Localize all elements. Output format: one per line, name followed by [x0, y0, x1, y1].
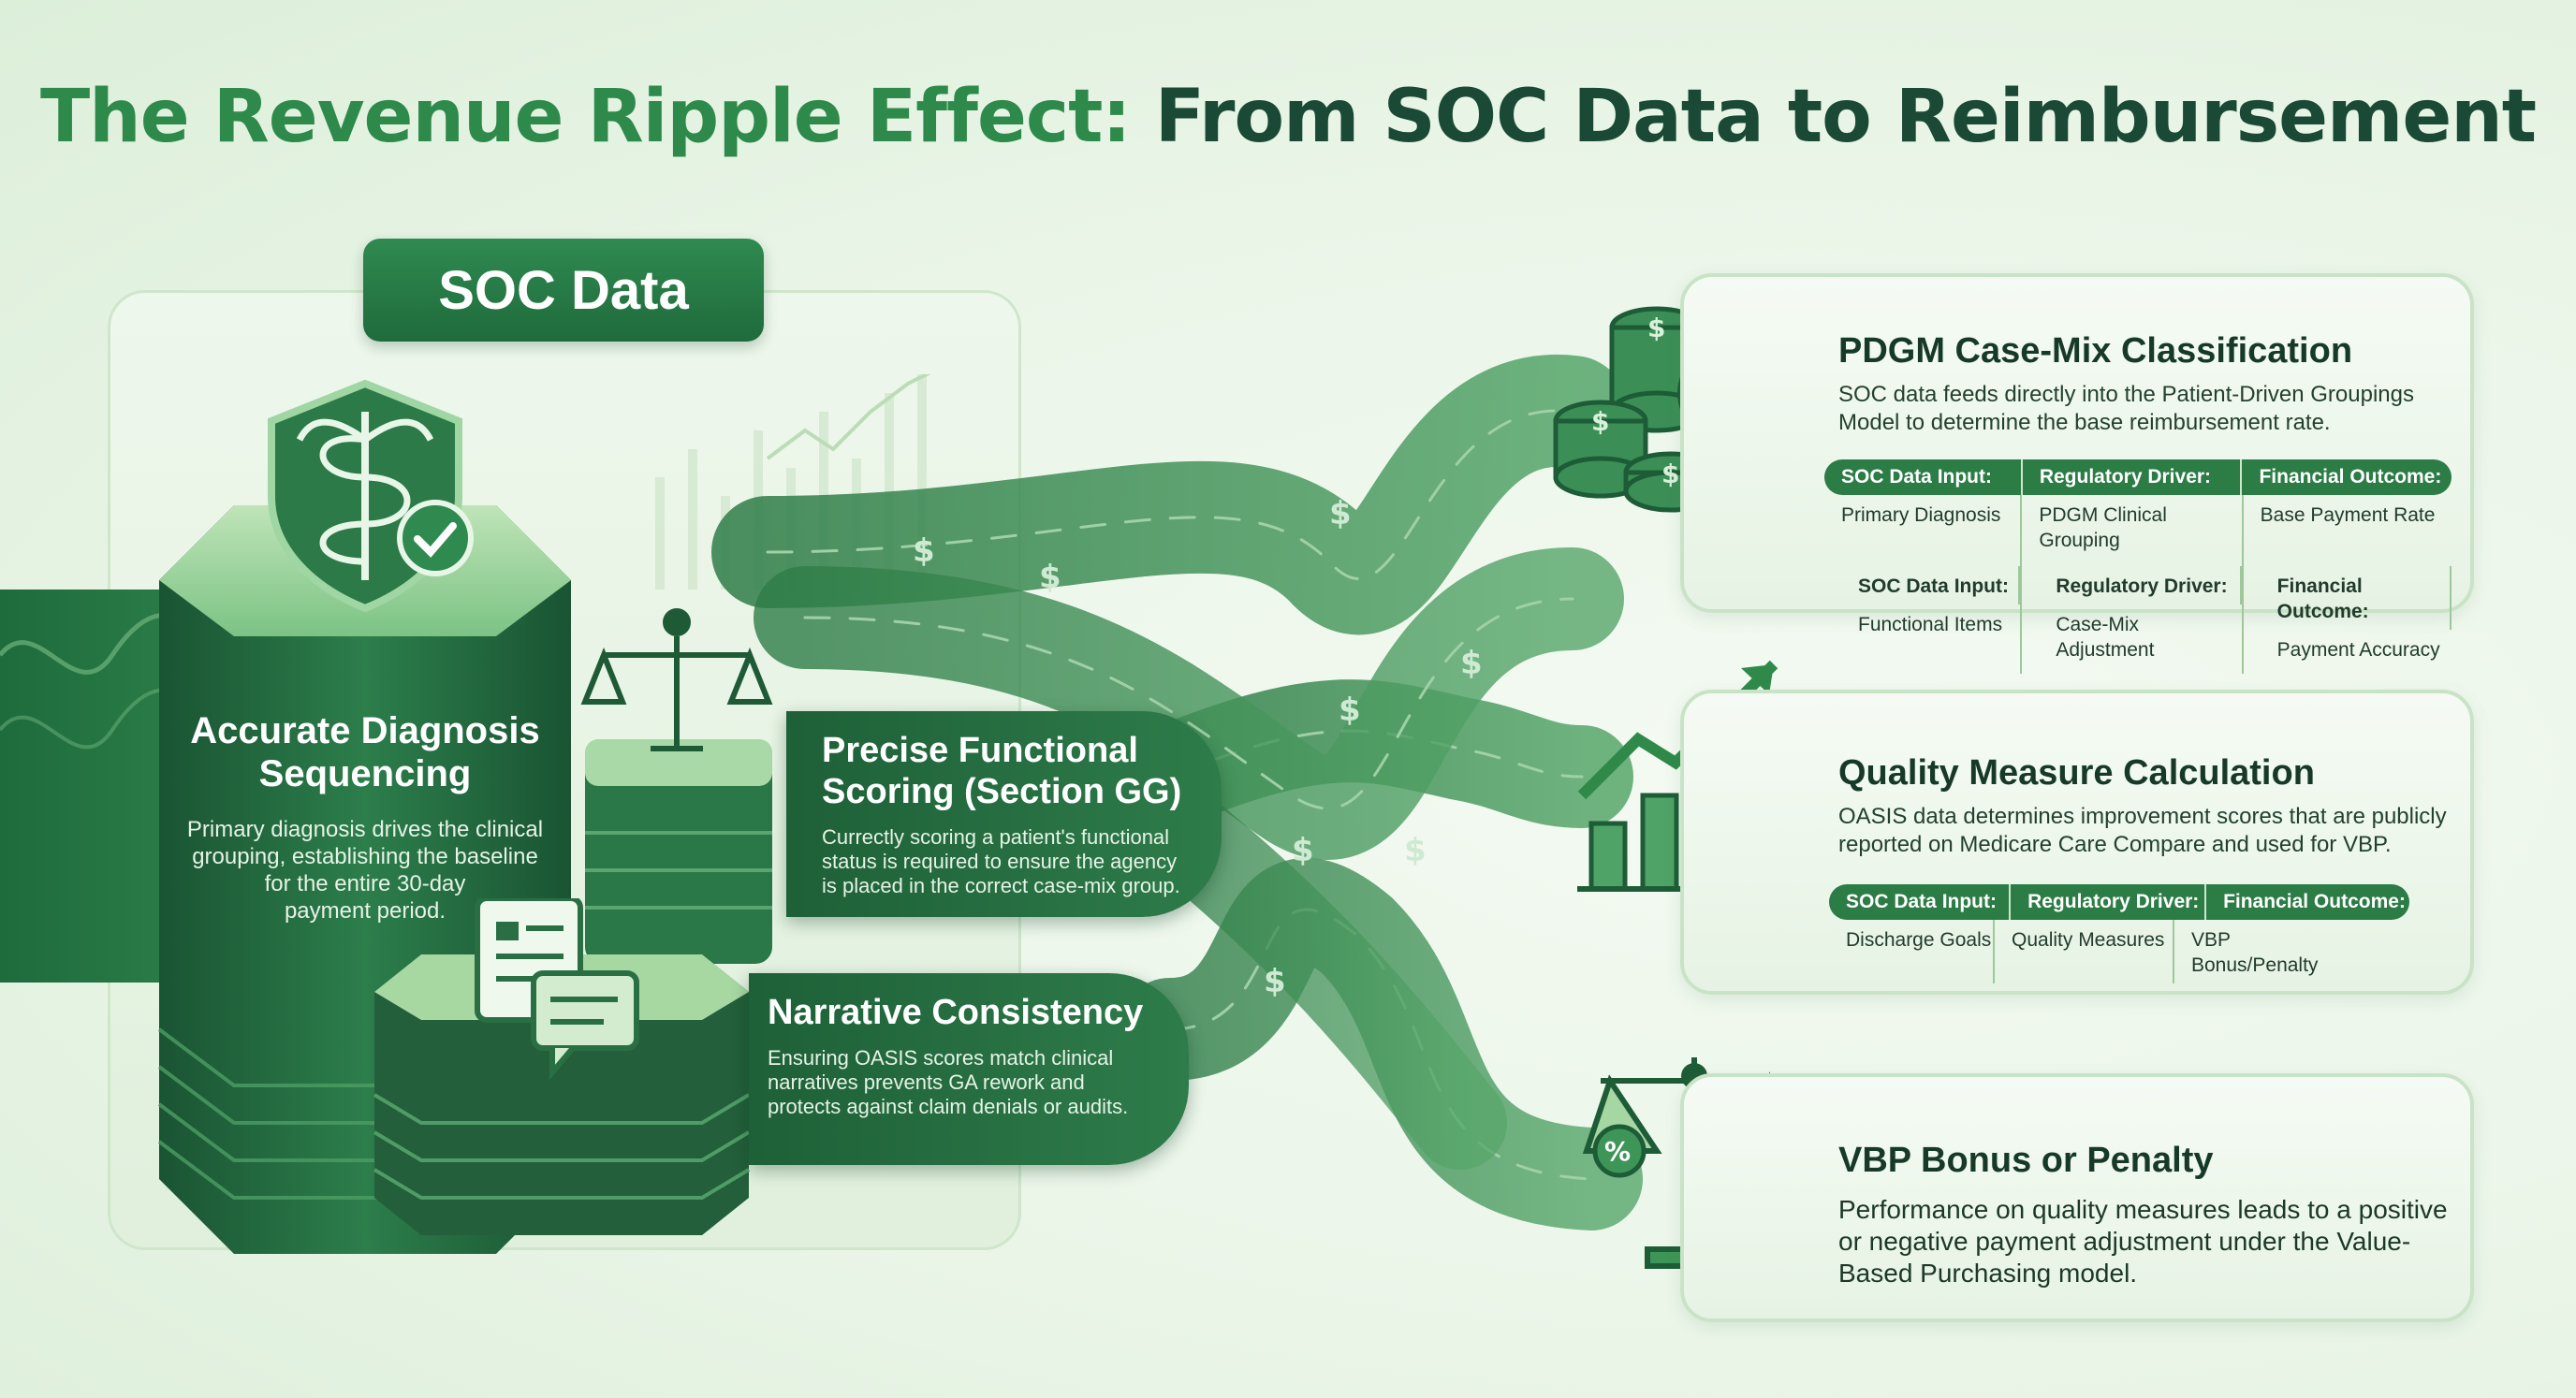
pdgm-row2-outcome: Payment Accuracy [2276, 639, 2440, 661]
pdgm-card: PDGM Case-Mix Classification SOC data fe… [1680, 273, 2474, 674]
pdgm-header-outcome: Financial Outcome: [2240, 459, 2452, 495]
pdgm-header-input: SOC Data Input: [1824, 459, 2021, 495]
narrative-desc-line-2: narratives prevents GA rework and [768, 1070, 1085, 1094]
vbp-desc-line-2: or negative payment adjustment under the… [1838, 1227, 2411, 1256]
svg-text:$: $ [1039, 559, 1061, 596]
functional-desc-line-1: Currectly scoring a patient's functional [822, 825, 1170, 849]
pdgm-row-2: SOC Data Input: Functional Items Regulat… [1824, 559, 2452, 674]
diagnosis-desc-line-4: payment period. [284, 898, 446, 924]
svg-text:$: $ [1329, 495, 1352, 532]
pdgm-row2-input: Functional Items [1858, 614, 2003, 635]
quality-card: Quality Measure Calculation OASIS data d… [1680, 690, 2474, 995]
quality-header-outcome: Financial Outcome: [2204, 884, 2409, 920]
page-title: The Revenue Ripple Effect: From SOC Data… [0, 75, 2576, 159]
pdgm-row1-driver: PDGM Clinical Grouping [2022, 495, 2244, 559]
svg-text:$: $ [1591, 406, 1609, 437]
diagnosis-title-line-2: Sequencing [258, 753, 472, 794]
document-chat-icon [475, 898, 639, 1081]
vbp-title: VBP Bonus or Penalty [1838, 1141, 2214, 1180]
narrative-consistency-pill: Narrative Consistency Ensuring OASIS sco… [749, 973, 1189, 1165]
diagnosis-desc-line-3: for the entire 30-day [264, 871, 466, 896]
svg-text:$: $ [1339, 692, 1361, 729]
pdgm-desc-line-2: Model to determine the base reimbursemen… [1838, 410, 2331, 435]
pdgm-header-driver: Regulatory Driver: [2020, 459, 2241, 495]
pdgm-row1-input: Primary Diagnosis [1824, 495, 2023, 559]
diagnosis-desc-line-2: grouping, establishing the baseline [192, 844, 538, 869]
svg-text:$: $ [1264, 963, 1286, 1000]
quality-row-1: Discharge Goals Quality Measures VBP Bon… [1829, 920, 2409, 983]
narrative-stack-illustration [373, 898, 751, 1235]
vbp-card: VBP Bonus or Penalty Performance on qual… [1680, 1073, 2474, 1322]
quality-table-header: SOC Data Input: Regulatory Driver: Finan… [1829, 884, 2409, 920]
svg-text:$: $ [1292, 832, 1314, 869]
title-part-2: From SOC Data to Reimbursement [1154, 75, 2537, 159]
pdgm-row-1: Primary Diagnosis PDGM Clinical Grouping… [1824, 495, 2452, 559]
quality-desc-line-2: reported on Medicare Care Compare and us… [1838, 832, 2392, 857]
pdgm-row2-input-label: SOC Data Input: [1841, 566, 2021, 604]
narrative-desc-line-3: protects against claim denials or audits… [768, 1095, 1129, 1118]
pdgm-desc-line-1: SOC data feeds directly into the Patient… [1838, 382, 2414, 407]
functional-scoring-pill: Precise Functional Scoring (Section GG) … [786, 711, 1222, 917]
quality-title: Quality Measure Calculation [1838, 753, 2315, 793]
pdgm-row2-driver-label: Regulatory Driver: [2039, 566, 2242, 604]
quality-row1-input: Discharge Goals [1829, 920, 1995, 983]
pdgm-table-header: SOC Data Input: Regulatory Driver: Finan… [1824, 459, 2452, 495]
quality-row1-outcome: VBP Bonus/Penalty [2191, 929, 2319, 976]
diagnosis-title-line-1: Accurate Diagnosis [190, 710, 540, 751]
quality-desc-line-1: OASIS data determines improvement scores… [1838, 804, 2447, 829]
soc-data-badge: SOC Data [363, 239, 764, 342]
quality-row1-driver: Quality Measures [1995, 920, 2174, 983]
caduceus-shield-icon [268, 379, 474, 613]
narrative-desc-line-1: Ensuring OASIS scores match clinical [768, 1046, 1114, 1070]
functional-title-line-2: Scoring (Section GG) [822, 772, 1182, 811]
diagnosis-desc-line-1: Primary diagnosis drives the clinical [186, 817, 544, 842]
balance-scale-icon [580, 608, 773, 751]
diagnosis-block: Accurate Diagnosis Sequencing Primary di… [140, 709, 590, 925]
pdgm-title: PDGM Case-Mix Classification [1838, 331, 2353, 371]
pdgm-mapping-table: SOC Data Input: Regulatory Driver: Finan… [1824, 459, 2452, 674]
svg-text:$: $ [1661, 459, 1679, 489]
svg-text:%: % [1604, 1136, 1631, 1167]
pdgm-row1-outcome: Base Payment Rate [2260, 504, 2436, 526]
pdgm-row2-driver: Case-Mix Adjustment [2056, 614, 2155, 661]
functional-title-line-1: Precise Functional [822, 731, 1138, 770]
functional-desc-line-3: is placed in the correct case-mix group. [822, 874, 1180, 897]
vbp-desc-line-3: Based Purchasing model. [1838, 1259, 2138, 1288]
pdgm-row2-outcome-label: Financial Outcome: [2261, 566, 2452, 630]
functional-desc-line-2: status is required to ensure the agency [822, 850, 1178, 873]
svg-text:$: $ [1647, 313, 1665, 343]
svg-text:$: $ [913, 532, 935, 570]
quality-mapping-table: SOC Data Input: Regulatory Driver: Finan… [1829, 884, 2409, 983]
functional-stack-illustration [580, 608, 773, 964]
narrative-title: Narrative Consistency [768, 993, 1144, 1032]
svg-text:$: $ [1404, 832, 1427, 869]
vbp-desc-line-1: Performance on quality measures leads to… [1838, 1195, 2448, 1224]
quality-header-driver: Regulatory Driver: [2009, 884, 2205, 920]
quality-header-input: SOC Data Input: [1829, 884, 2010, 920]
title-part-1: The Revenue Ripple Effect: [39, 75, 1132, 159]
svg-text:$: $ [1460, 645, 1483, 682]
